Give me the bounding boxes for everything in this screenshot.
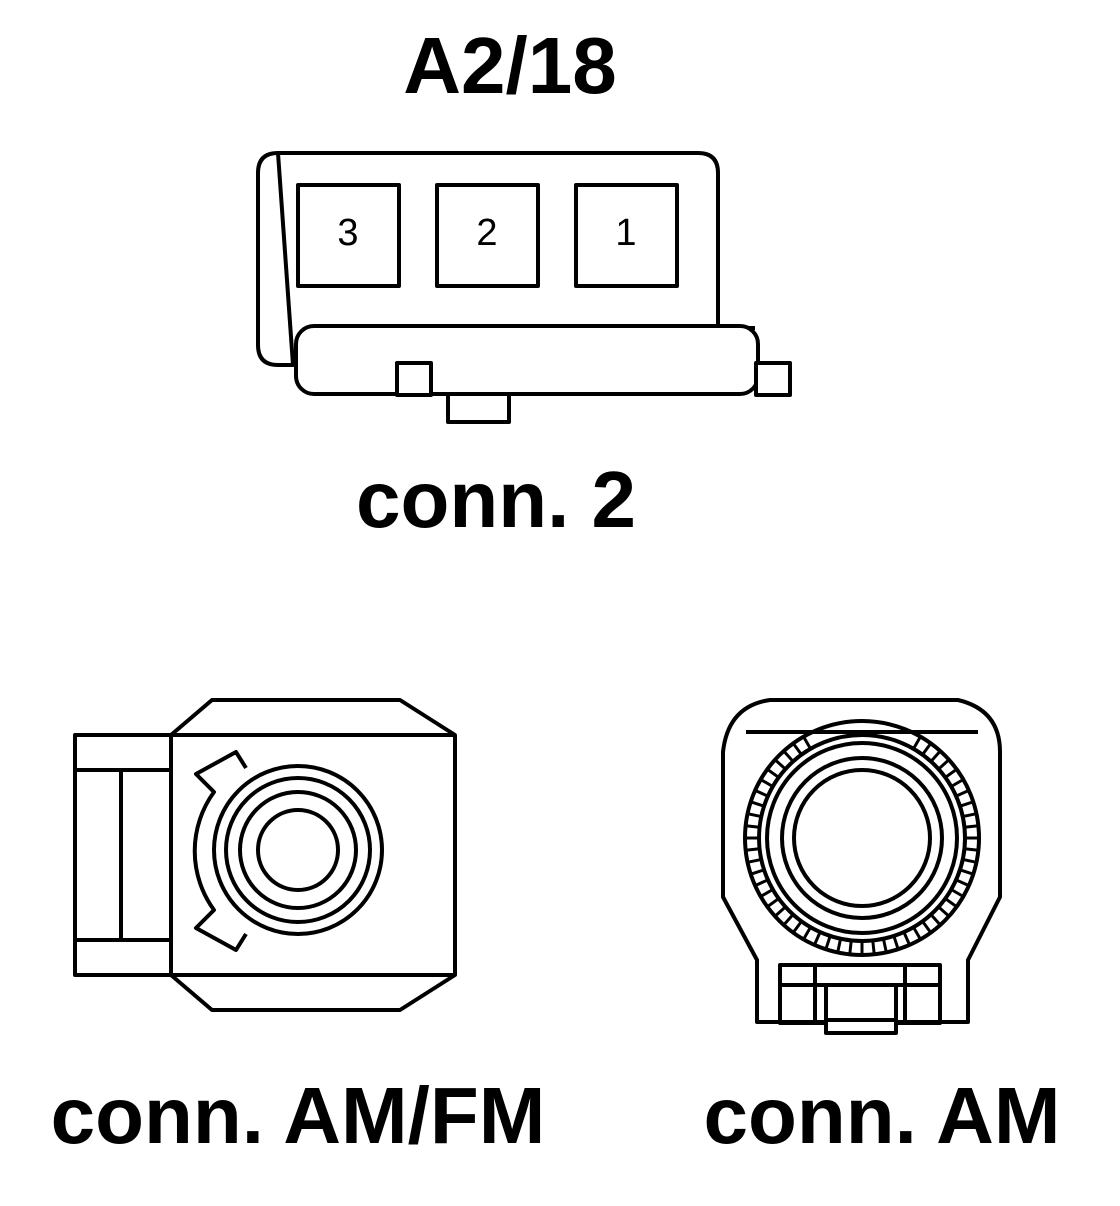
diagram-title: A2/18 bbox=[403, 21, 616, 110]
connector-amfm-center bbox=[256, 808, 340, 892]
connector-2-tab-left bbox=[395, 361, 433, 397]
connector-am-knurl bbox=[745, 735, 979, 955]
pin-label: 3 bbox=[337, 212, 358, 254]
connector-2-tab-bottom bbox=[446, 392, 511, 424]
connector-am-center bbox=[792, 768, 932, 908]
connector-2-pin-2 bbox=[435, 183, 540, 288]
connector-amfm-label: conn. AM/FM bbox=[51, 1071, 546, 1160]
connector-2-pin-1 bbox=[574, 183, 679, 288]
connector-2-lock-bar bbox=[294, 324, 760, 396]
connector-2: 3 2 1 bbox=[256, 151, 792, 424]
pin-label: 1 bbox=[615, 212, 636, 254]
pin-label: 2 bbox=[476, 212, 497, 254]
connector-amfm-bayonet bbox=[192, 750, 248, 952]
connector-amfm bbox=[73, 698, 457, 1012]
connector-am-label: conn. AM bbox=[704, 1071, 1061, 1160]
connector-amfm-outer-ring bbox=[212, 764, 384, 936]
connector-2-tab-right bbox=[754, 361, 792, 397]
connector-2-label: conn. 2 bbox=[356, 455, 636, 544]
connector-2-housing bbox=[256, 151, 755, 367]
connector-am bbox=[721, 698, 1002, 1035]
connector-am-latch-tab bbox=[824, 983, 898, 1035]
connector-2-pin-3 bbox=[296, 183, 401, 288]
